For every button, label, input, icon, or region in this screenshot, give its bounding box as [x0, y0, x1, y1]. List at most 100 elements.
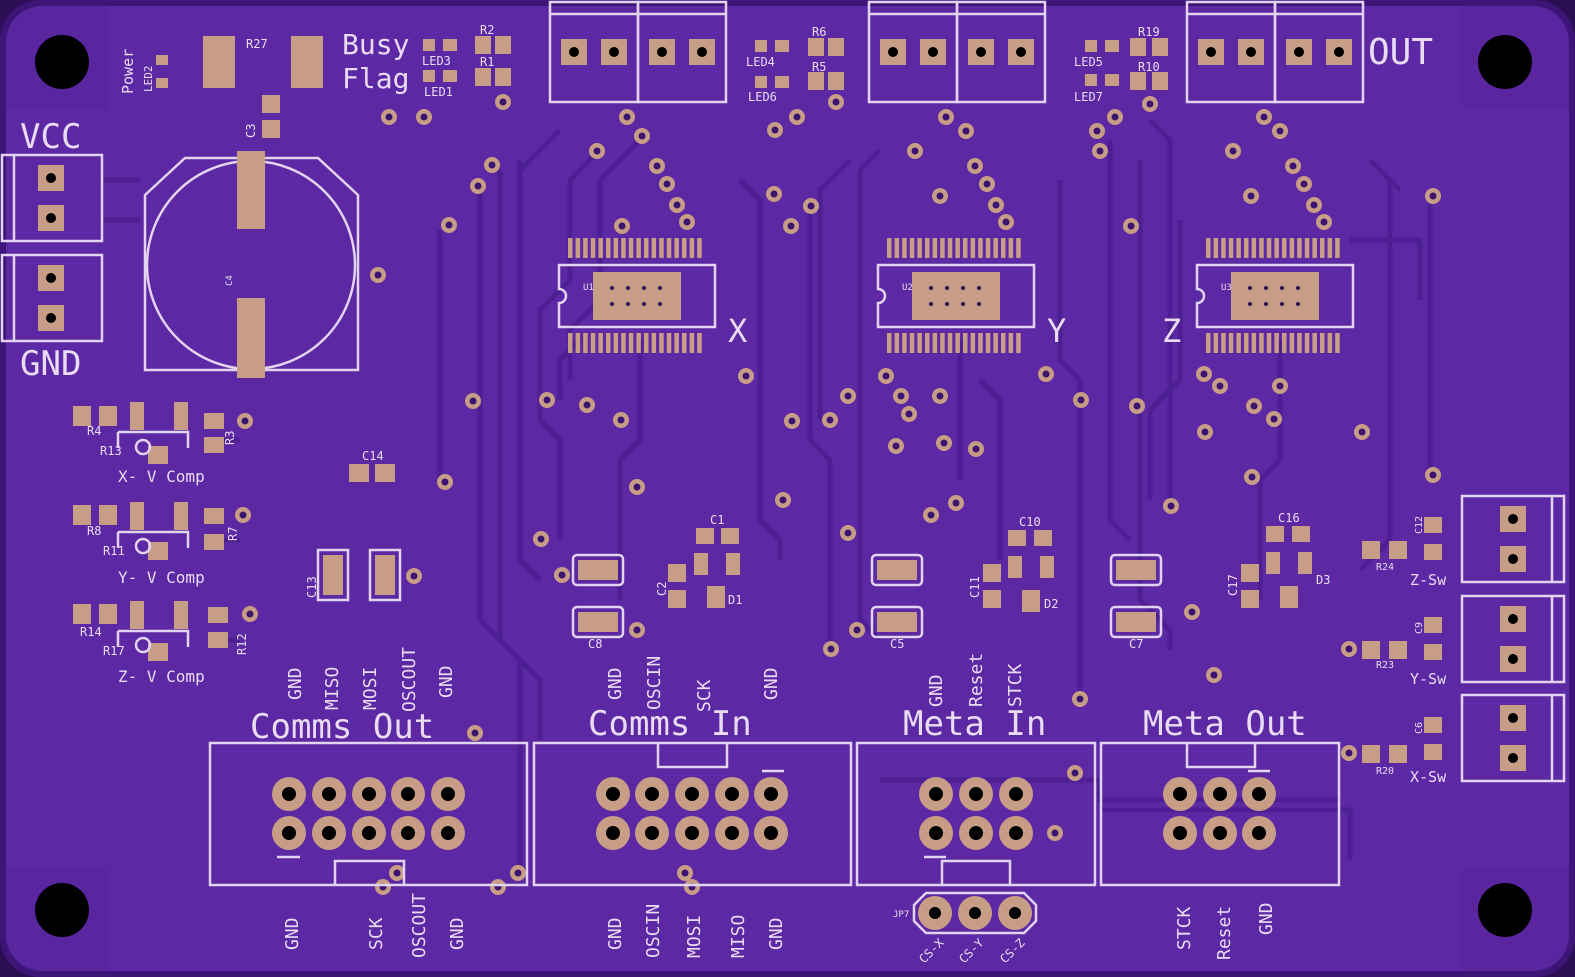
thermal-via: [610, 286, 614, 290]
via-hole: [1210, 671, 1218, 679]
via-hole: [1345, 645, 1353, 653]
refdes-d1: D1: [728, 593, 742, 607]
refdes-c9: C9: [1414, 622, 1425, 634]
comms-in-bottom-label: OSCIN: [643, 904, 664, 958]
ic-pin: [993, 238, 998, 258]
via-hole: [1076, 695, 1084, 703]
refdes-led1: LED1: [424, 85, 453, 99]
capacitor-c13: [316, 548, 402, 602]
via-hole: [942, 113, 950, 121]
ic-pin: [1274, 238, 1279, 258]
header-comms-out-outline: [208, 741, 529, 887]
ic-pin: [1297, 333, 1302, 353]
via-hole: [911, 147, 919, 155]
via-hole: [905, 410, 913, 418]
via-hole: [681, 869, 689, 877]
ic-pin: [925, 333, 930, 353]
ic-pin: [1297, 238, 1302, 258]
pin-hole: [969, 787, 983, 801]
comms-in-bottom-label: MISO: [728, 915, 749, 958]
via-hole: [246, 610, 254, 618]
comms-in-top-label: GND: [605, 667, 626, 700]
pin-hole: [764, 787, 778, 801]
via-hole: [420, 113, 428, 121]
ic-pin: [621, 333, 626, 353]
thermal-via: [1248, 286, 1252, 290]
via-hole: [593, 147, 601, 155]
refdes-r14: R14: [80, 625, 102, 639]
header-pins: [272, 777, 1276, 850]
refdes-r27: R27: [246, 37, 268, 51]
x-leds: [755, 38, 844, 90]
via-hole: [1201, 428, 1209, 436]
y-channel-passives: [870, 530, 1054, 639]
ic-pin: [1008, 238, 1014, 258]
refdes-c2: C2: [655, 582, 669, 596]
ic-pin: [1320, 238, 1325, 258]
pin-hole: [929, 826, 943, 840]
ic-pin: [955, 238, 960, 258]
ic-pin: [628, 333, 634, 353]
via-hole: [1167, 502, 1175, 510]
pin-hole: [362, 787, 376, 801]
meta-out-bottom-label: GND: [1256, 902, 1277, 935]
via-hole: [971, 162, 979, 170]
via-hole: [1345, 749, 1353, 757]
ic-pin: [1312, 333, 1317, 353]
via-hole: [1300, 180, 1308, 188]
via-hole: [514, 869, 522, 877]
ic-pin: [1320, 333, 1325, 353]
busy-flag-leds: [423, 36, 511, 86]
comms-in-top-label: SCK: [694, 679, 715, 712]
thermal-via: [977, 302, 981, 306]
thermal-via: [1264, 286, 1268, 290]
terminal-block-x-sw: [1460, 693, 1566, 783]
label-out: OUT: [1368, 32, 1433, 73]
via-hole: [826, 416, 834, 424]
via-hole: [972, 445, 980, 453]
ic-pin: [978, 238, 983, 258]
ic-pin: [651, 333, 657, 353]
ic-pin: [583, 333, 588, 353]
capacitor-c4: [143, 151, 360, 378]
ic-pin: [575, 333, 581, 353]
via-hole: [683, 218, 691, 226]
terminal-block-vcc: [0, 153, 104, 243]
label-z-v-comp: Z- V Comp: [118, 667, 205, 686]
refdes-c1: C1: [710, 513, 724, 527]
z-v-comp-group: [73, 601, 228, 661]
comms-in-bottom-label: MOSI: [684, 915, 705, 958]
thermal-via: [929, 286, 933, 290]
via-hole: [1096, 147, 1104, 155]
ic-pin: [666, 238, 672, 258]
pin-hole: [322, 826, 336, 840]
ic-pin: [1274, 333, 1279, 353]
ic-pin: [1001, 333, 1006, 353]
label-vcc: VCC: [20, 117, 81, 157]
pin-hole: [969, 826, 983, 840]
pin-hole: [1009, 787, 1023, 801]
refdes-c16: C16: [1278, 511, 1300, 525]
refdes-led2: LED2: [142, 66, 155, 93]
ic-u3: [1195, 238, 1355, 353]
ic-pin: [925, 238, 930, 258]
meta-out-title: Meta Out: [1143, 704, 1307, 744]
ic-pin: [575, 238, 581, 258]
ic-pin: [902, 238, 907, 258]
via-hole: [1216, 382, 1224, 390]
label-flag: Flag: [342, 62, 409, 95]
ic-u1: [557, 238, 717, 353]
refdes-c13: C13: [305, 576, 319, 598]
refdes-r8: R8: [87, 524, 101, 538]
label-x: X: [728, 312, 747, 350]
ic-pin: [963, 238, 968, 258]
ic-pin: [1259, 333, 1264, 353]
pin-hole: [401, 787, 415, 801]
ic-pin: [613, 333, 619, 353]
thermal-via: [1264, 302, 1268, 306]
ic-pin: [932, 333, 938, 353]
ic-pin: [1228, 333, 1234, 353]
pin-hole: [1173, 787, 1187, 801]
refdes-c5: C5: [890, 637, 904, 651]
